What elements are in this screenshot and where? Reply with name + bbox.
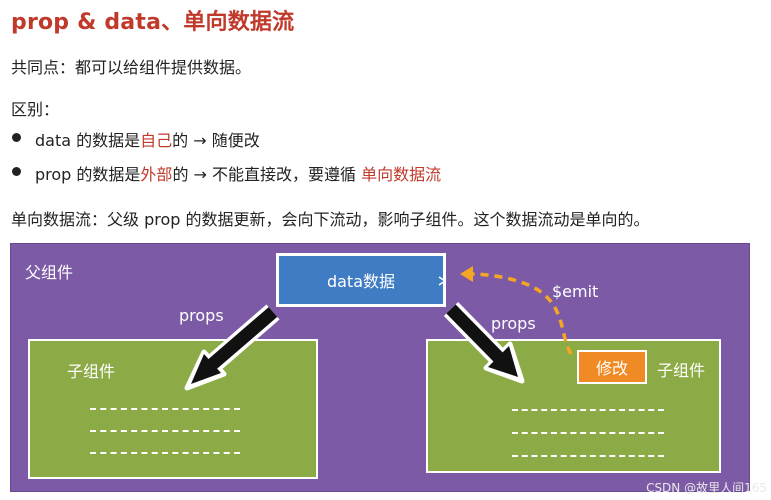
- dataflow-diagram: 父组件 data数据 子组件 子组件 修改: [10, 243, 750, 492]
- bullet-prop-tail-highlight: 单向数据流: [361, 165, 442, 184]
- bullet-prop-after: 的 → 不能直接改，要遵循: [172, 165, 362, 184]
- dashed-line: [90, 430, 240, 432]
- commonality-text: 共同点：都可以给组件提供数据。: [11, 58, 252, 77]
- definition-text: 单向数据流：父级 prop 的数据更新，会向下流动，影响子组件。这个数据流动是单…: [11, 210, 650, 229]
- emit-label: $emit: [552, 282, 599, 301]
- child-component-left: 子组件: [28, 339, 318, 479]
- bullet-prop: prop 的数据是外部的 → 不能直接改，要遵循 单向数据流: [35, 161, 441, 185]
- bullet-data-before: data 的数据是: [35, 131, 141, 150]
- bullet-dot-data: [12, 133, 21, 142]
- dashed-line: [90, 408, 240, 410]
- emit-arrow-head: [460, 266, 473, 282]
- dashed-line: [512, 432, 664, 434]
- bullet-data: data 的数据是自己的 → 随便改: [35, 127, 260, 151]
- props-right-label: props: [491, 314, 536, 333]
- child-left-label: 子组件: [67, 362, 116, 381]
- dashed-line: [512, 455, 664, 457]
- page-title: prop & data、单向数据流: [11, 10, 295, 35]
- bullet-data-after: 的 → 随便改: [172, 131, 260, 150]
- modify-box: 修改: [577, 350, 647, 384]
- bullet-prop-highlight: 外部: [140, 165, 173, 184]
- bullet-data-highlight: 自己: [140, 131, 173, 150]
- child-component-right: 子组件: [426, 339, 721, 473]
- props-left-label: props: [179, 306, 224, 325]
- dashed-line: [512, 409, 664, 411]
- difference-label: 区别：: [11, 100, 60, 119]
- parent-component-label: 父组件: [25, 263, 74, 282]
- dashed-line: [90, 452, 240, 454]
- bullet-prop-before: prop 的数据是: [35, 165, 141, 184]
- bullet-dot-prop: [12, 167, 21, 176]
- watermark: CSDN @故里人间165: [646, 481, 767, 495]
- data-box: data数据: [276, 253, 446, 307]
- child-right-label: 子组件: [657, 361, 706, 380]
